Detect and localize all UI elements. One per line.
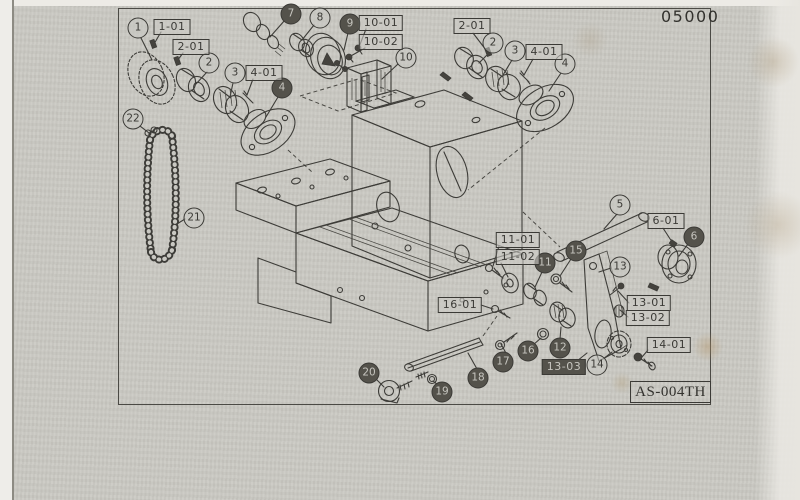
part-label-2-01-left: 2-01 xyxy=(172,39,210,55)
spline-hub-left-drawing xyxy=(212,85,250,124)
chain-drawing xyxy=(143,125,180,264)
callout-8: 8 xyxy=(309,7,331,29)
part-label-2-01-right: 2-01 xyxy=(453,18,491,34)
callout-13: 13 xyxy=(609,256,631,278)
part-label-14-01: 14-01 xyxy=(646,337,692,353)
pulley-drawing xyxy=(305,32,348,80)
drawing-code-box: AS-004TH xyxy=(630,381,711,403)
stepped-shaft-drawing xyxy=(242,11,286,57)
flange-left-drawing xyxy=(240,90,296,156)
callout-5: 5 xyxy=(609,194,631,216)
flange-right-drawing xyxy=(516,70,574,133)
spline-bushing-drawing xyxy=(536,301,576,341)
callout-21: 21 xyxy=(183,207,205,229)
bolt-screw-drawing xyxy=(490,304,518,351)
part-label-13-01: 13-01 xyxy=(626,295,672,311)
drawing-code: AS-004TH xyxy=(635,383,706,400)
part-label-10-02: 10-02 xyxy=(358,34,404,50)
callout-10: 10 xyxy=(395,47,417,69)
cover-disc-drawing xyxy=(606,330,656,371)
callout-3-left: 3 xyxy=(224,62,246,84)
part-label-6-01: 6-01 xyxy=(647,213,685,229)
part-label-11-01: 11-01 xyxy=(495,232,541,248)
machine-base-casting-drawing xyxy=(235,74,524,332)
callout-7: 7 xyxy=(280,3,302,25)
callout-6: 6 xyxy=(683,226,705,248)
part-label-10-01: 10-01 xyxy=(358,15,404,31)
callout-19: 19 xyxy=(431,381,453,403)
callout-9: 9 xyxy=(339,13,361,35)
flanged-hub-drawing xyxy=(647,239,697,292)
page-number: 05000 xyxy=(661,7,720,26)
sprocket-drawing xyxy=(127,38,182,105)
collar-drawing xyxy=(289,32,314,58)
part-label-4-01-right: 4-01 xyxy=(525,44,563,60)
scan-edge-left xyxy=(0,0,14,500)
part-label-13-03: 13-03 xyxy=(541,359,587,375)
callout-2-right: 2 xyxy=(482,32,504,54)
tie-rod-assembly-drawing xyxy=(377,337,484,404)
callout-15: 15 xyxy=(565,240,587,262)
bushing-left-drawing xyxy=(175,67,211,103)
diagram-border-frame xyxy=(118,8,711,405)
callout-22: 22 xyxy=(122,108,144,130)
callout-18: 18 xyxy=(467,367,489,389)
bushing-right-drawing xyxy=(439,46,493,82)
callout-2-left: 2 xyxy=(198,52,220,74)
callout-1-left: 1 xyxy=(127,17,149,39)
part-label-16-01: 16-01 xyxy=(437,297,483,313)
part-label-11-02: 11-02 xyxy=(495,249,541,265)
callout-12: 12 xyxy=(549,337,571,359)
dashed-alignment-lines xyxy=(287,78,561,337)
callout-leader-lines xyxy=(139,19,689,388)
callout-16: 16 xyxy=(517,340,539,362)
part-label-13-02: 13-02 xyxy=(625,310,671,326)
callout-17: 17 xyxy=(492,351,514,373)
pin-washer-spacer-drawing xyxy=(484,263,573,307)
callout-3-right: 3 xyxy=(504,40,526,62)
callout-14: 14 xyxy=(586,354,608,376)
callout-20: 20 xyxy=(358,362,380,384)
part-label-1-01: 1-01 xyxy=(153,19,191,35)
scan-edge-right xyxy=(755,0,800,500)
scan-edge-top xyxy=(0,0,800,6)
spline-hub-right-drawing xyxy=(461,65,521,102)
part-label-4-01-left: 4-01 xyxy=(245,65,283,81)
